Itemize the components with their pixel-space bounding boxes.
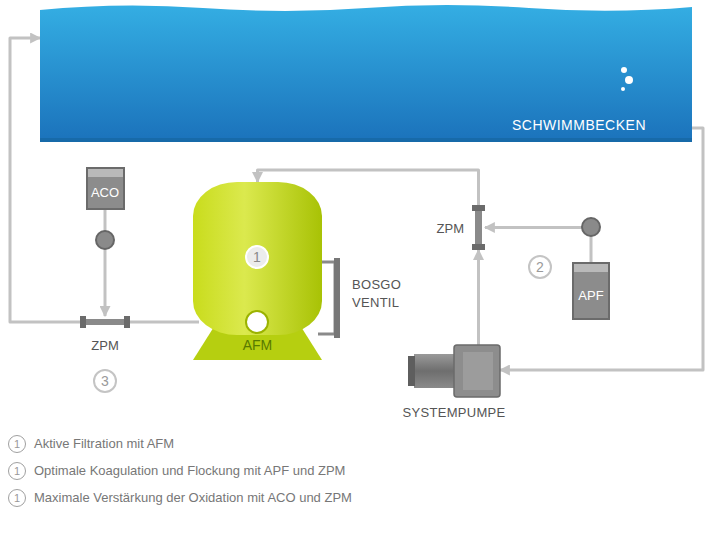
callout-number: 1	[14, 438, 20, 450]
part-name: BOSGO VENTIL	[352, 276, 416, 312]
mixer-pipe-shape	[472, 205, 485, 250]
pipe-connector	[104, 210, 107, 316]
node-label: SCHWIMMBECKEN	[512, 117, 646, 133]
chemical-tank: ACO	[86, 167, 125, 210]
legend-text: Maximale Verstärkung der Oxidation mit A…	[34, 490, 352, 505]
node-label: SYSTEMPUMPE	[403, 405, 506, 420]
callout-number: 1	[14, 492, 20, 504]
filter-tank-shape	[193, 182, 322, 362]
pool-band: SCHWIMMBECKEN	[40, 2, 692, 142]
callout-number: 1	[14, 465, 20, 477]
node-label: ACO	[91, 185, 119, 200]
mixer-pipe-shape	[80, 316, 130, 328]
chemical-tank: APF	[572, 262, 610, 320]
node-label: ZPM	[437, 220, 464, 235]
callout-number: 3	[93, 369, 117, 393]
node-label: AFM	[193, 337, 322, 353]
node-label: ZPM	[91, 338, 118, 353]
pipe-connector	[500, 128, 703, 370]
filter-tank: AFM	[193, 182, 322, 362]
legend-row: 1 Aktive Filtration mit AFM	[8, 430, 352, 457]
legend-text: Optimale Koagulation und Flockung mit AP…	[34, 463, 345, 478]
legend-row: 1 Optimale Koagulation und Flockung mit A…	[8, 457, 352, 484]
pipe-connector	[477, 250, 480, 345]
dosing-pump	[96, 218, 600, 249]
mixer-pipe: ZPM	[472, 205, 485, 250]
legend-marker: 1	[8, 435, 26, 453]
legend: 1Aktive Filtration mit AFM1Optimale Koag…	[8, 430, 352, 511]
legend-marker: 1	[8, 462, 26, 480]
legend-row: 1 Maximale Verstärkung der Oxidation mit …	[8, 484, 352, 511]
pipe-connector	[130, 321, 199, 324]
callout-number: 1	[245, 245, 269, 269]
legend-marker: 1	[8, 489, 26, 507]
callout-number: 2	[528, 255, 552, 279]
system-pump-shape	[408, 345, 500, 397]
system-pump: SYSTEMPUMPE	[408, 345, 500, 397]
node-label: APF	[578, 288, 603, 303]
mixer-pipe: ZPM	[80, 316, 130, 328]
legend-text: Aktive Filtration mit AFM	[34, 436, 174, 451]
